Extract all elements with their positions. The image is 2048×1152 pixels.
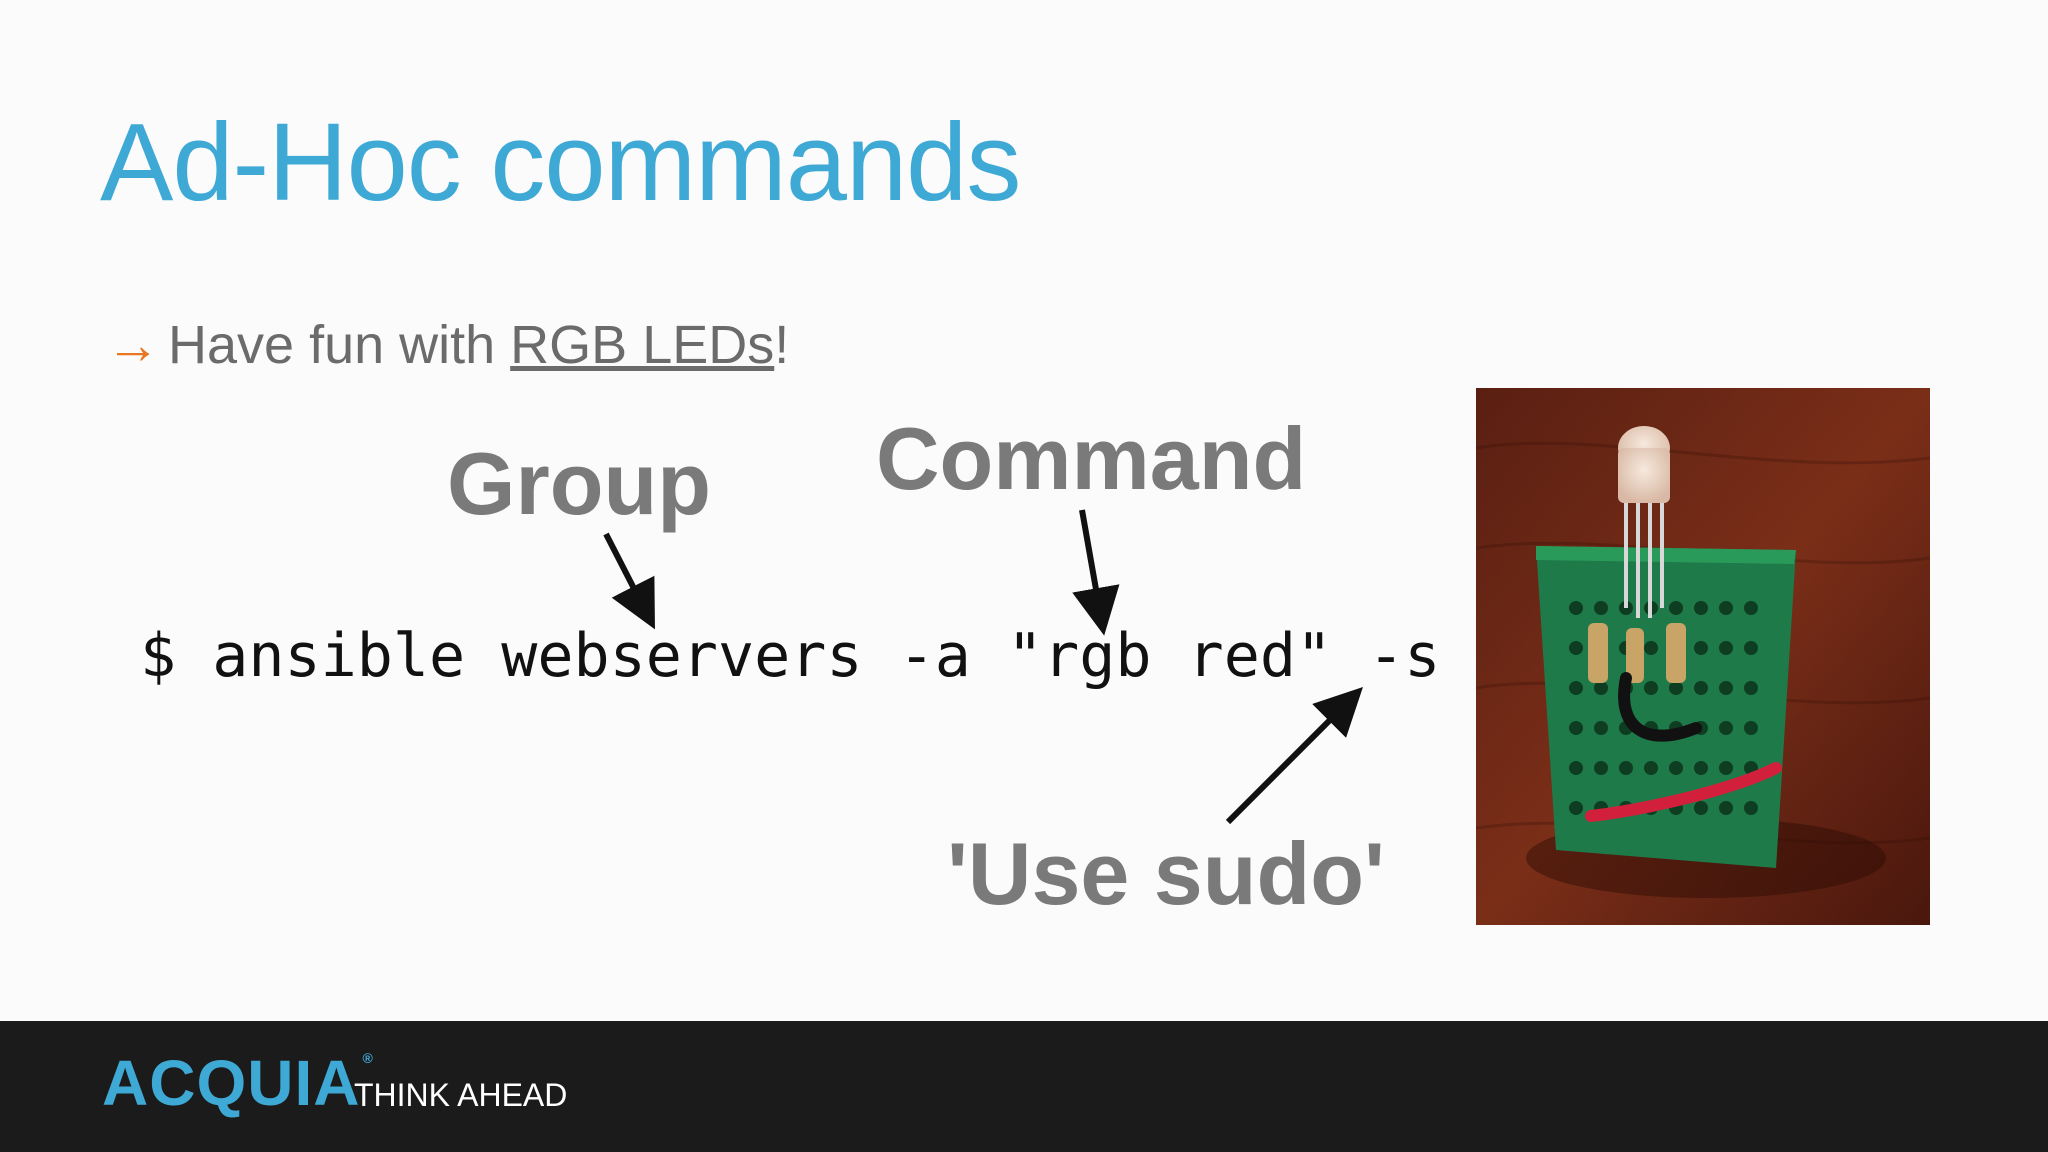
rgb-leds-link[interactable]: RGB LEDs bbox=[510, 315, 775, 375]
bullet-text-before: Have fun with bbox=[168, 315, 511, 375]
slide-canvas: Ad-Hoc commands →Have fun with RGB LEDs!… bbox=[100, 101, 1930, 925]
bullet-text-after: ! bbox=[774, 315, 790, 375]
bullet-item: →Have fun with RGB LEDs! bbox=[106, 318, 789, 372]
command-label: Command bbox=[876, 409, 1307, 508]
sudo-arrow-icon bbox=[1225, 687, 1363, 825]
footer-bar bbox=[0, 1021, 2048, 1152]
group-arrow-icon bbox=[603, 532, 655, 630]
group-label: Group bbox=[447, 434, 711, 533]
slide-title: Ad-Hoc commands bbox=[100, 101, 1021, 224]
command-arrow-icon bbox=[1072, 509, 1120, 636]
annotation-arrows bbox=[603, 509, 1363, 825]
acquia-logo: ACQUIA® bbox=[102, 1051, 374, 1115]
use-sudo-label: 'Use sudo' bbox=[947, 824, 1385, 923]
right-arrow-icon: → bbox=[106, 315, 160, 375]
command-line: $ ansible webservers -a "rgb red" -s bbox=[140, 621, 1441, 691]
rgb-led-breadboard-photo bbox=[1476, 388, 1930, 925]
footer-tagline: THINK AHEAD bbox=[354, 1077, 568, 1113]
logo-text: ACQUIA bbox=[102, 1047, 361, 1119]
registered-mark: ® bbox=[362, 1050, 374, 1066]
